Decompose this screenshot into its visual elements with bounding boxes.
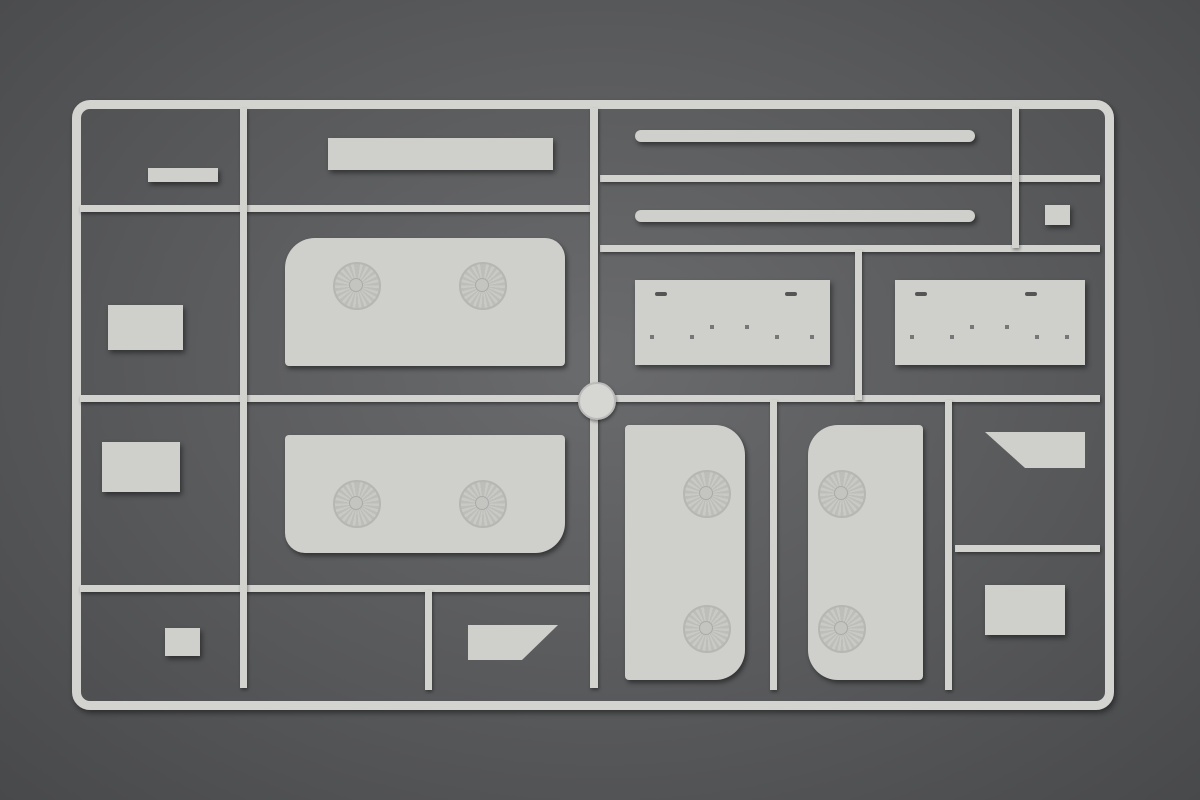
- runner-v4: [945, 400, 952, 690]
- hull-side-panel-right-a: [625, 425, 745, 680]
- runner-h5: [600, 245, 1100, 252]
- wheel-hub-icon: [333, 262, 381, 310]
- wheel-hub-icon: [333, 480, 381, 528]
- runner-h3: [80, 585, 590, 592]
- runner-v5: [855, 250, 862, 400]
- sprue-frame: [72, 100, 1114, 710]
- runner-h1: [80, 205, 590, 212]
- small-bracket-top: [148, 168, 218, 182]
- perforated-plate-b: [895, 280, 1085, 365]
- wheel-hub-icon: [818, 470, 866, 518]
- long-rail-lower: [635, 210, 975, 222]
- small-clip-top-right: [1045, 205, 1070, 225]
- runner-v6: [1012, 108, 1019, 248]
- wheel-hub-icon: [459, 480, 507, 528]
- wheel-hub-icon: [683, 605, 731, 653]
- small-bracket-right-b: [985, 585, 1065, 635]
- runner-h6: [955, 545, 1100, 552]
- flat-bar-top: [328, 138, 553, 170]
- long-rail-upper: [635, 130, 975, 142]
- small-clip-left: [165, 628, 200, 656]
- runner-v3: [770, 400, 777, 690]
- small-block-b: [102, 442, 180, 492]
- runner-v7: [425, 590, 432, 690]
- runner-v1: [240, 108, 247, 688]
- small-block-a: [108, 305, 183, 350]
- perforated-plate-a: [635, 280, 830, 365]
- hull-side-panel-left-lower: [285, 435, 565, 553]
- wheel-hub-icon: [459, 262, 507, 310]
- wheel-hub-icon: [683, 470, 731, 518]
- hull-side-panel-left-upper: [285, 238, 565, 366]
- wheel-hub-icon: [818, 605, 866, 653]
- runner-h4: [600, 175, 1100, 182]
- sprue-center-hub: [578, 382, 616, 420]
- hull-side-panel-right-b: [808, 425, 923, 680]
